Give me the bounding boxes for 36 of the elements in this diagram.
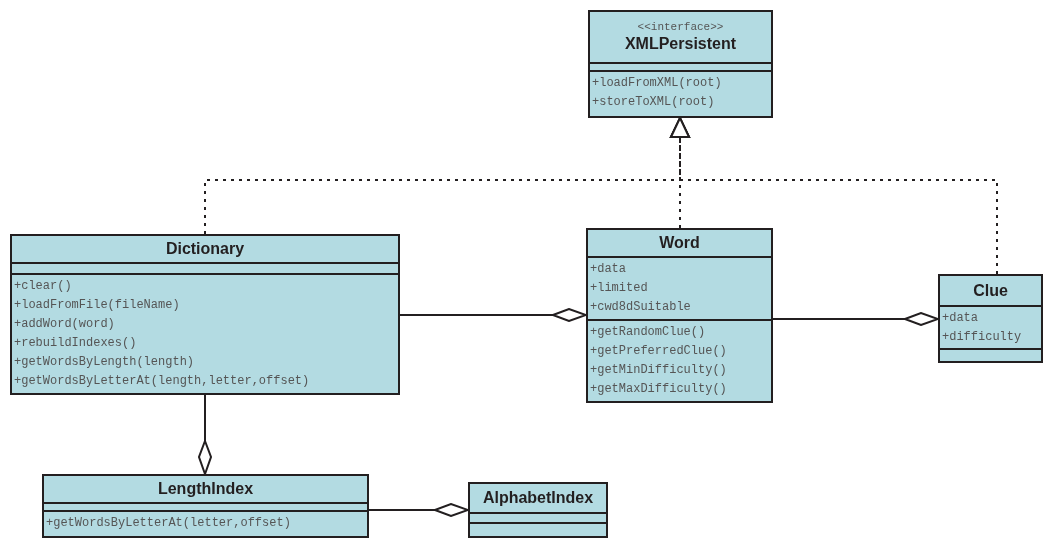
member-text: +getPreferredClue() xyxy=(590,343,728,360)
class-name: Word xyxy=(659,233,700,253)
class-name: Clue xyxy=(973,280,1008,301)
class-name: XMLPersistent xyxy=(624,34,737,54)
member-text: +limited xyxy=(590,280,649,297)
aggregation-line xyxy=(368,503,469,517)
class-name: AlphabetIndex xyxy=(482,488,594,508)
member-text: +loadFromXML(root) xyxy=(592,75,723,92)
realization-arrow xyxy=(670,117,998,275)
stereotype-label: <<interface>> xyxy=(637,20,724,34)
member-text: +cwd8dSuitable xyxy=(590,299,692,316)
member-text: +getWordsByLetterAt(letter,offset) xyxy=(46,515,292,532)
member-text: +loadFromFile(fileName) xyxy=(14,297,181,314)
class-box xyxy=(468,482,608,538)
member-text: +rebuildIndexes() xyxy=(14,335,138,352)
class-box xyxy=(938,274,1043,363)
member-text: +getMinDifficulty() xyxy=(590,362,728,379)
member-text: +getMaxDifficulty() xyxy=(590,381,728,398)
class-box xyxy=(586,228,773,403)
member-text: +storeToXML(root) xyxy=(592,94,716,111)
member-text: +data xyxy=(942,310,979,327)
member-text: +addWord(word) xyxy=(14,316,116,333)
aggregation-line xyxy=(772,312,939,326)
class-box xyxy=(42,474,369,538)
member-text: +clear() xyxy=(14,278,73,295)
member-text: +getWordsByLetterAt(length,letter,offset) xyxy=(14,373,311,390)
class-box xyxy=(10,234,400,395)
class-name: LengthIndex xyxy=(157,479,254,499)
member-text: +getWordsByLength(length) xyxy=(14,354,196,371)
aggregation-line xyxy=(198,394,212,475)
member-text: +data xyxy=(590,261,627,278)
class-box xyxy=(588,10,773,118)
member-text: +getRandomClue() xyxy=(590,324,707,341)
aggregation-line xyxy=(399,308,587,322)
class-name: Dictionary xyxy=(165,238,245,259)
member-text: +difficulty xyxy=(942,329,1023,346)
